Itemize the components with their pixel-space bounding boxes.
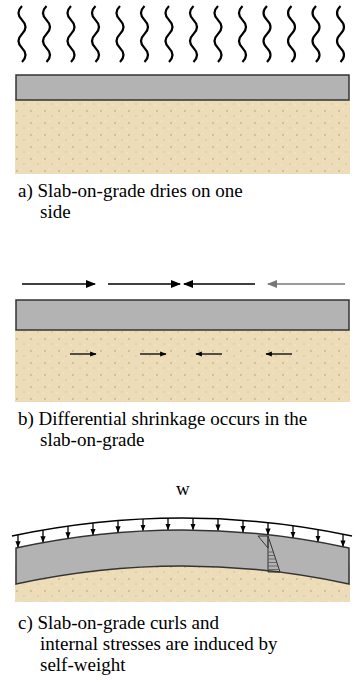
soil [15,330,350,402]
load-label: w [176,478,190,499]
caption: a) Slab-on-grade dries on one side [18,180,255,222]
caption: b) Differential shrinkage occurs in the … [18,408,310,450]
restraint-arrows [70,353,292,354]
moisture-squiggles [19,6,345,62]
soil [15,100,350,174]
slab [16,300,349,330]
shrinkage-arrows [22,283,345,285]
curled-slab [16,530,349,584]
caption: c) Slab-on-grade curls and internal stre… [18,612,280,675]
stress-diagram [258,536,280,572]
load-line [12,518,352,536]
slab [16,75,349,100]
load-arrows [18,518,343,547]
